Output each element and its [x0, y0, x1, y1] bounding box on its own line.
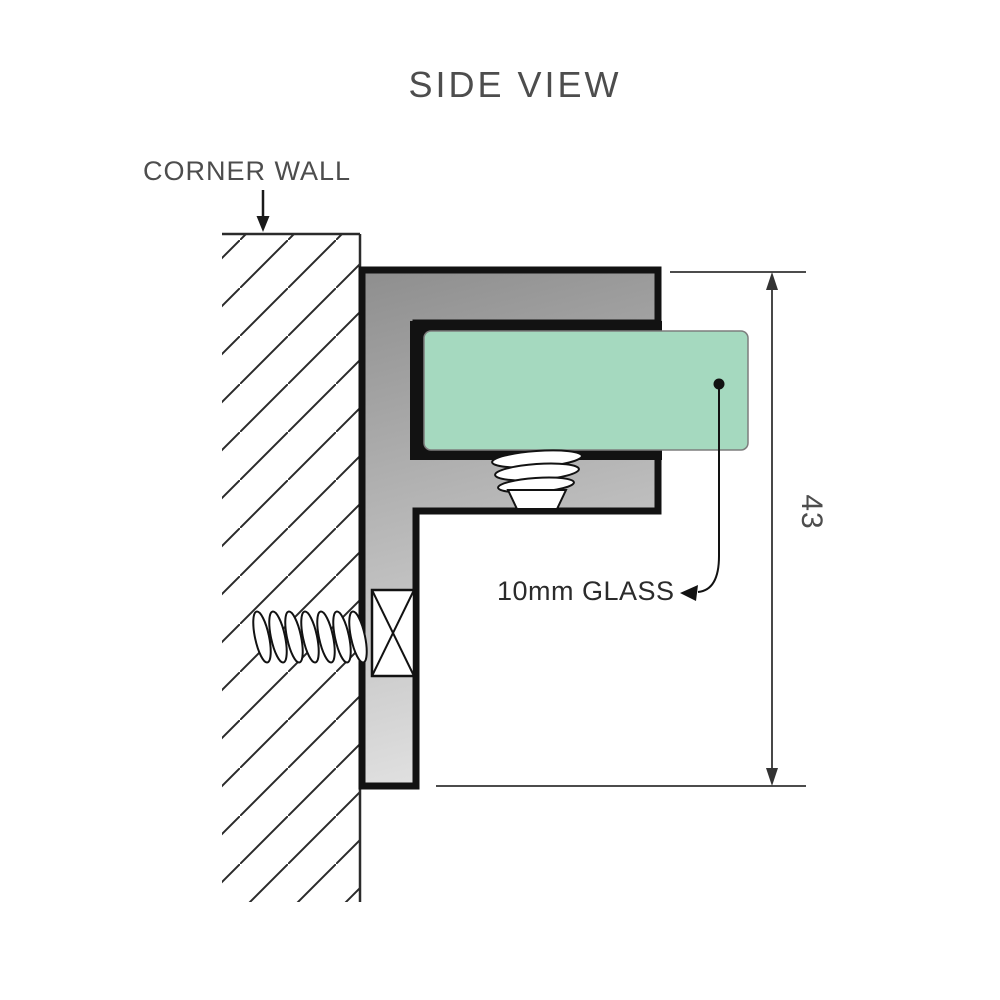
glass-leader-arrowhead-icon	[680, 585, 698, 601]
screw-head-cross-line	[371, 589, 415, 677]
corner-wall-arrowhead-icon	[256, 216, 270, 232]
screw-thread	[348, 610, 368, 664]
glass-leader-line	[697, 389, 720, 593]
glass-label: 10mm GLASS	[497, 576, 675, 606]
wall-screw	[252, 588, 416, 678]
page-title: SIDE VIEW	[408, 64, 621, 105]
grub-screw	[491, 449, 583, 510]
dimension-43: 43	[436, 271, 828, 787]
wall-hatching	[222, 234, 360, 902]
dimension-arrowhead-up-icon	[766, 272, 778, 290]
glass-panel	[423, 330, 749, 451]
screw-thread	[252, 610, 272, 664]
glass-leader-dot	[713, 378, 725, 390]
screw-thread	[316, 610, 336, 664]
dimension-arrowhead-down-icon	[766, 768, 778, 786]
grub-screw-body	[506, 489, 568, 510]
screw-thread	[284, 610, 304, 664]
dimension-value: 43	[795, 494, 828, 529]
corner-wall-label: CORNER WALL	[143, 156, 351, 186]
screw-thread	[300, 610, 320, 664]
screw-thread	[268, 610, 288, 664]
screw-thread	[332, 610, 352, 664]
